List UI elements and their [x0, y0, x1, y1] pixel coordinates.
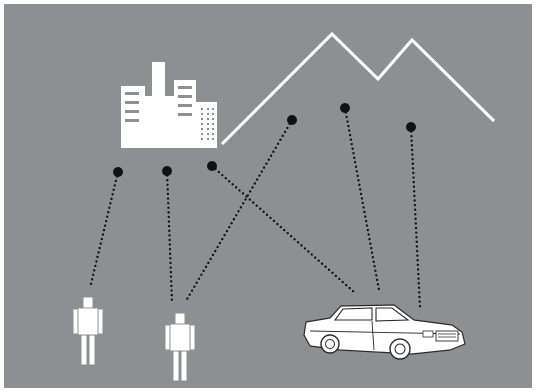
leader-line [165, 169, 174, 304]
leader-line [184, 118, 294, 303]
leader-line [88, 170, 120, 290]
anchor-dot [113, 167, 123, 177]
connection-lines [88, 106, 422, 310]
mountain-range-icon [220, 31, 496, 146]
anchor-dot [287, 115, 297, 125]
leader-line [210, 164, 356, 294]
leader-line [343, 106, 381, 292]
person-icon [164, 312, 196, 382]
factory-icon [121, 62, 217, 148]
car-icon [303, 304, 466, 360]
anchor-dots [113, 103, 416, 177]
anchor-dot [340, 103, 350, 113]
anchor-dot [162, 166, 172, 176]
leader-line [409, 125, 422, 310]
person-icon [72, 296, 104, 366]
anchor-dot [406, 122, 416, 132]
anchor-dot [207, 161, 217, 171]
